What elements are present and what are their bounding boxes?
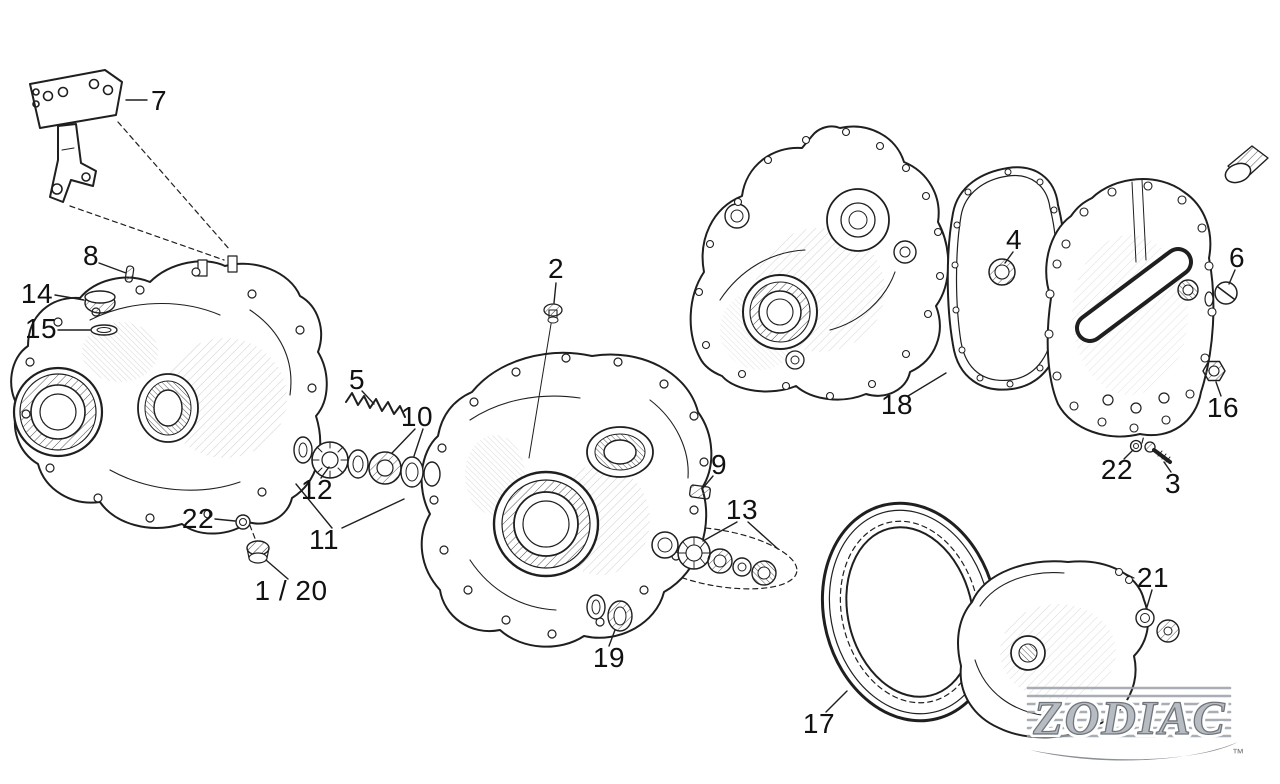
callout-17: 17 xyxy=(802,708,836,739)
callout-3: 3 xyxy=(1164,468,1182,499)
callout-7: 7 xyxy=(150,85,168,116)
callout-22-left: 22 xyxy=(181,503,215,534)
bracket-part-7 xyxy=(29,69,123,203)
callout-4: 4 xyxy=(1005,224,1023,255)
plug-part-6 xyxy=(1204,281,1238,307)
callout-13: 13 xyxy=(725,494,759,525)
callout-19: 19 xyxy=(592,642,626,673)
callout-12: 12 xyxy=(300,474,334,505)
washer-part-22-right xyxy=(1129,439,1143,453)
bushing-part-4 xyxy=(988,258,1016,286)
callout-22-right: 22 xyxy=(1100,454,1134,485)
callout-18: 18 xyxy=(880,389,914,420)
trademark-symbol: ™ xyxy=(1232,746,1244,760)
zodiac-logo-text: ZODIAC xyxy=(1032,692,1226,745)
assembled-crankcase xyxy=(689,125,950,401)
cap-part-14 xyxy=(84,290,116,314)
washer-part-22-left xyxy=(235,514,251,530)
plug-part-1-20 xyxy=(246,540,270,564)
left-crankcase-half xyxy=(10,255,328,535)
outer-cover-rear-view xyxy=(957,560,1150,739)
zodiac-logo-outline: ZODIAC xyxy=(1032,692,1226,745)
callout-1-20: 1 / 20 xyxy=(254,575,328,606)
callout-6: 6 xyxy=(1228,242,1246,273)
shaft-parts-cluster-10-11-12 xyxy=(293,436,441,488)
rings-part-19 xyxy=(586,594,633,632)
callout-15: 15 xyxy=(24,313,58,344)
callout-10: 10 xyxy=(400,401,434,432)
dowel-part-9 xyxy=(689,484,711,500)
callout-11: 11 xyxy=(308,524,340,555)
plug-part-2 xyxy=(528,303,563,459)
chrome-cap xyxy=(1224,145,1269,184)
callout-5: 5 xyxy=(348,364,366,395)
spring-part-5 xyxy=(345,392,406,418)
callout-16: 16 xyxy=(1206,392,1240,423)
callout-2: 2 xyxy=(547,253,565,284)
outer-primary-cover xyxy=(1044,178,1217,438)
bearing-cluster-part-13 xyxy=(651,531,777,586)
zodiac-logo: ZODIAC ZODIAC ™ xyxy=(1026,686,1244,761)
callout-14: 14 xyxy=(20,278,54,309)
callout-21: 21 xyxy=(1136,562,1170,593)
washers-part-21 xyxy=(1135,608,1180,643)
inner-primary-housing xyxy=(420,351,713,648)
nut-part-16 xyxy=(1202,360,1226,382)
screw-part-3 xyxy=(1144,441,1172,464)
washer-part-15 xyxy=(90,324,118,336)
leader-lines xyxy=(54,99,1236,713)
callout-9: 9 xyxy=(710,449,728,480)
pin-part-8 xyxy=(124,265,135,283)
callout-8: 8 xyxy=(82,240,100,271)
